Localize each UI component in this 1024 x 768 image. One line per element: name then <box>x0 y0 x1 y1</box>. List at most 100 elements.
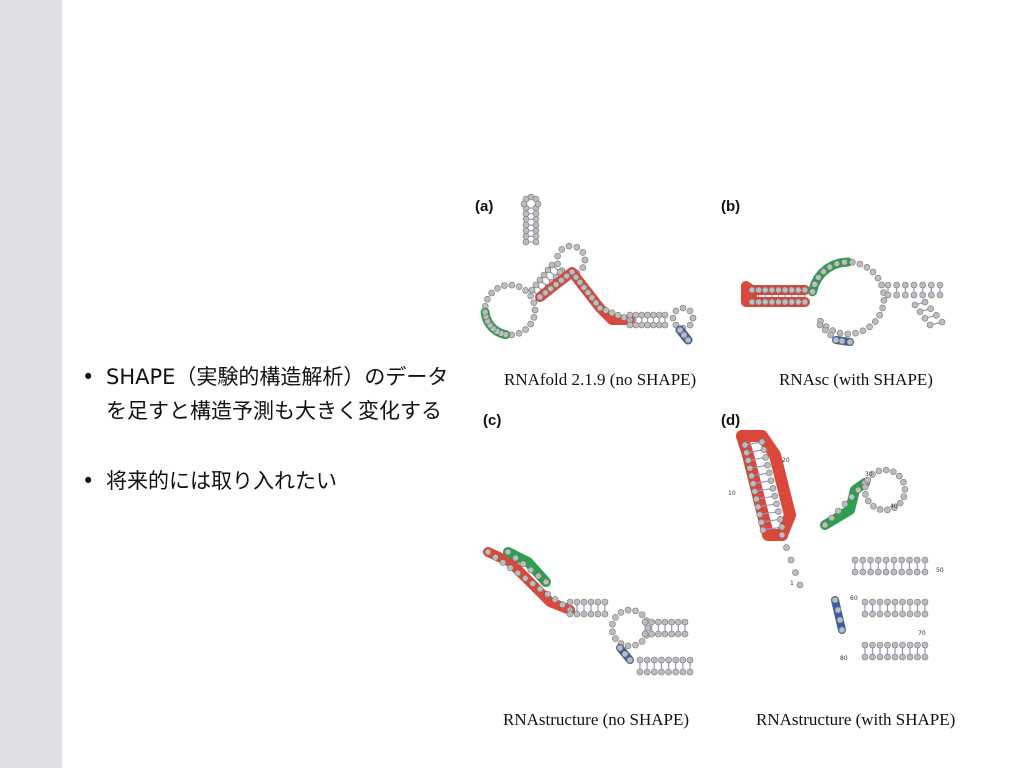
nucleotide-dot <box>869 610 876 618</box>
nucleotide-dot <box>870 503 877 510</box>
nucleotide-label: 60 <box>850 595 858 602</box>
nucleotide-dot <box>933 312 940 319</box>
nucleotide-dot <box>488 289 495 297</box>
nucleotide-dot <box>650 668 658 676</box>
nucleotide-dot <box>684 336 692 344</box>
nucleotide-dot <box>901 486 909 493</box>
nucleotide-dot <box>655 630 662 638</box>
nucleotide-dot <box>665 668 672 676</box>
nucleotide-dot <box>787 556 795 564</box>
nucleotide-dot <box>529 580 537 587</box>
nucleotide-dot <box>668 618 675 626</box>
nucleotide-dot <box>865 497 872 505</box>
nucleotide-dot <box>669 314 677 322</box>
nucleotide-dot <box>875 568 882 576</box>
nucleotide-dot <box>594 610 602 618</box>
nucleotide-dot <box>906 568 913 576</box>
nucleotide-dot <box>921 653 929 661</box>
nucleotide-dot <box>501 282 508 289</box>
nucleotide-dot <box>532 210 540 217</box>
nucleotide-dot <box>661 618 669 626</box>
nucleotide-dot <box>624 606 632 614</box>
nucleotide-dot <box>592 299 600 307</box>
nucleotide-dot <box>938 318 946 326</box>
nucleotide-dot <box>626 321 634 329</box>
nucleotide-dot <box>681 630 689 638</box>
nucleotide-dot <box>848 258 856 266</box>
nucleotide-dot <box>822 326 829 334</box>
nucleotide-dot <box>601 598 609 606</box>
nucleotide-dot <box>643 656 651 664</box>
nucleotide-dot <box>855 486 862 494</box>
nucleotide-dot <box>609 620 616 628</box>
nucleotide-dot <box>859 568 867 576</box>
nucleotide-dot <box>614 311 622 319</box>
nucleotide-dot <box>616 644 624 652</box>
nucleotide-dot <box>551 596 559 603</box>
nucleotide-dot <box>679 304 687 312</box>
nucleotide-label: 40 <box>890 503 898 510</box>
nucleotide-dot <box>869 653 876 661</box>
nucleotide-dot <box>661 630 669 638</box>
nucleotide-dot <box>638 638 646 645</box>
nucleotide-dot <box>769 485 777 492</box>
nucleotide-dot <box>573 610 581 618</box>
nucleotide-dot <box>835 507 842 515</box>
nucleotide-dot <box>636 668 644 676</box>
nucleotide-dot <box>573 598 581 606</box>
nucleotide-dot <box>648 630 655 638</box>
nucleotide-dot <box>658 668 665 676</box>
nucleotide-dot <box>768 298 776 306</box>
nucleotide-dot <box>547 285 554 292</box>
nucleotide-dot <box>906 556 913 564</box>
nucleotide-dot <box>796 581 804 589</box>
nucleotide-dot <box>859 327 867 335</box>
nucleotide-dot <box>638 311 645 319</box>
nucleotide-dot <box>856 260 864 268</box>
nucleotide-dot <box>749 480 757 487</box>
nucleotide-dot <box>580 284 588 291</box>
nucleotide-dot <box>921 298 929 306</box>
nucleotide-dot <box>902 291 909 299</box>
nucleotide-dot <box>519 560 527 568</box>
nucleotide-dot <box>638 321 645 329</box>
nucleotide-dot <box>536 585 544 593</box>
nucleotide-dot <box>876 506 884 513</box>
nucleotide-dot <box>494 285 501 292</box>
panel-d-caption: RNAstructure (with SHAPE) <box>756 710 956 729</box>
nucleotide-dot <box>821 521 829 529</box>
nucleotide-dot <box>874 274 882 282</box>
nucleotide-dot <box>759 526 767 534</box>
nucleotide-dot <box>601 610 609 618</box>
nucleotide-dot <box>836 329 844 337</box>
nucleotide-dot <box>882 466 890 474</box>
nucleotide-label: 1 <box>790 580 794 587</box>
panel-b-letter: (b) <box>721 198 741 215</box>
red-region-band <box>736 430 796 541</box>
nucleotide-dot <box>527 320 534 328</box>
nucleotide-dot <box>644 321 651 329</box>
nucleotide-dot <box>594 598 602 606</box>
nucleotide-dot <box>906 598 914 606</box>
nucleotide-dot <box>612 635 619 642</box>
nucleotide-dot <box>528 286 536 294</box>
nucleotide-dot <box>620 314 628 321</box>
nucleotide-dot <box>801 286 809 294</box>
nucleotide-dot <box>686 307 694 315</box>
nucleotide-dot <box>675 630 682 638</box>
nucleotide-dot <box>576 278 584 286</box>
nucleotide-dot <box>832 336 840 344</box>
nucleotide-dot <box>768 286 776 294</box>
nucleotide-dot <box>580 610 588 618</box>
nucleotide-dot <box>761 286 769 294</box>
nucleotide-dot <box>638 611 646 618</box>
nucleotide-dot <box>875 467 883 475</box>
nucleotide-dot <box>499 559 507 566</box>
nucleotide-dot <box>581 256 589 264</box>
nucleotide-dot <box>891 653 899 661</box>
nucleotide-dot <box>765 469 773 477</box>
nucleotide-dot <box>522 210 530 217</box>
nucleotide-dot <box>626 311 634 319</box>
nucleotide-dot <box>767 477 775 484</box>
nucleotide-dot <box>936 281 944 289</box>
